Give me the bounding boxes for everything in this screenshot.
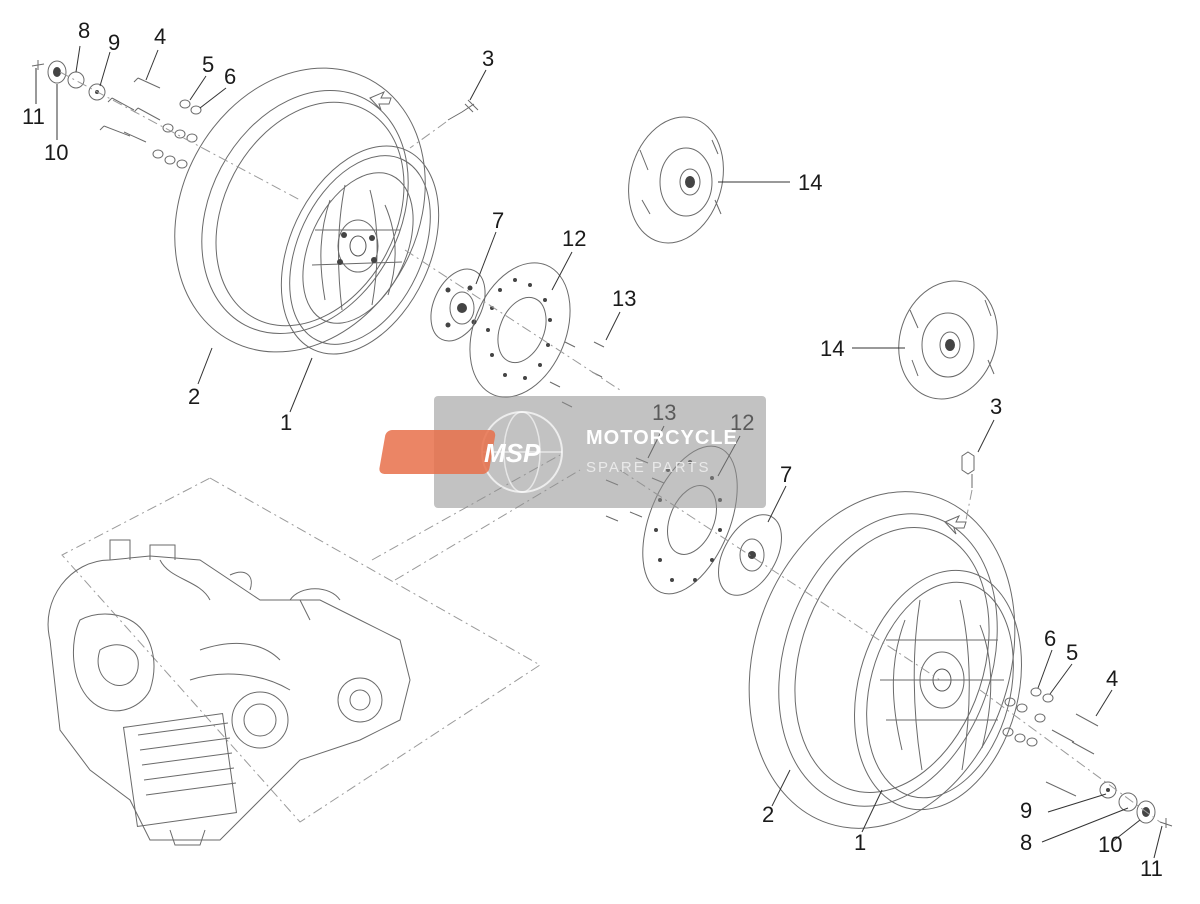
callout-11: 11 [1140, 856, 1163, 881]
brake-disc-rear [469, 262, 571, 398]
tyre-rear [174, 67, 426, 353]
brake-disc-front-mid [898, 280, 998, 400]
axle-fasteners-front [979, 687, 1173, 828]
callout-11: 11 [22, 104, 45, 129]
callout-9: 9 [108, 30, 120, 55]
callout-13: 13 [612, 286, 636, 311]
watermark-logo-text: MSP [484, 438, 541, 468]
callout-14: 14 [798, 170, 822, 195]
leader-lines [35, 45, 1163, 859]
valve-rear [409, 99, 479, 149]
callout-6: 6 [1044, 626, 1056, 651]
watermark-logo [379, 430, 496, 474]
callout-14: 14 [820, 336, 844, 361]
callouts-top-left: 11 10 8 9 4 5 6 3 2 1 7 12 13 14 [22, 18, 822, 435]
callout-2: 2 [188, 384, 200, 409]
watermark: MSP MOTORCYCLE SPARE PARTS [379, 396, 766, 508]
callout-8: 8 [1020, 830, 1032, 855]
callout-6: 6 [224, 64, 236, 89]
callout-5: 5 [202, 52, 214, 77]
valve-front [961, 451, 975, 521]
callout-5: 5 [1066, 640, 1078, 665]
callout-3: 3 [990, 394, 1002, 419]
callout-10: 10 [44, 140, 68, 165]
callout-4: 4 [1106, 666, 1118, 691]
brake-disc-front-top [628, 116, 724, 244]
callout-7: 7 [492, 208, 504, 233]
callout-4: 4 [154, 24, 166, 49]
callout-7: 7 [780, 462, 792, 487]
callout-10: 10 [1098, 832, 1122, 857]
hub-flange-front [718, 514, 782, 596]
disc-screws-rear [404, 249, 621, 408]
tyre-front [748, 491, 1016, 829]
callout-3: 3 [482, 46, 494, 71]
callout-1: 1 [854, 830, 866, 855]
rear-wheel-assembly [31, 60, 621, 408]
callout-8: 8 [78, 18, 90, 43]
callout-1: 1 [280, 410, 292, 435]
callout-12: 12 [562, 226, 586, 251]
callout-2: 2 [762, 802, 774, 827]
rim-front [854, 569, 1022, 811]
hub-flange-rear [430, 268, 486, 342]
rim-rear [280, 145, 440, 355]
engine-block [47, 454, 581, 846]
axle-fasteners-rear [31, 60, 301, 201]
watermark-line2: SPARE PARTS [586, 459, 711, 476]
callout-9: 9 [1020, 798, 1032, 823]
watermark-line1: MOTORCYCLE [586, 427, 738, 449]
